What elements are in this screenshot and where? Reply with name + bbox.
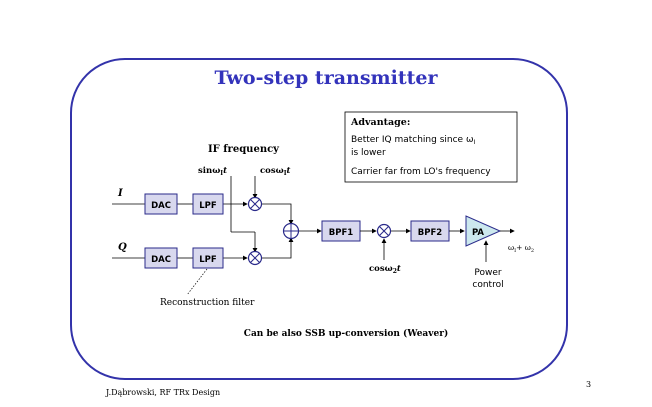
input-q-label: Q bbox=[118, 242, 127, 253]
if-frequency-label: IF frequency bbox=[208, 144, 280, 155]
dac-block-i bbox=[144, 193, 178, 215]
dac-block-q bbox=[144, 247, 178, 269]
advantage-line1: Better IQ matching since ωI bbox=[351, 135, 475, 146]
reconstruction-filter-pointer bbox=[186, 268, 208, 296]
footer-author: J.Dąbrowski, RF TRx Design bbox=[106, 388, 221, 397]
mixer-i bbox=[247, 196, 263, 212]
summer bbox=[282, 222, 300, 240]
weaver-note: Can be also SSB up-conversion (Weaver) bbox=[244, 328, 448, 339]
mixer-q bbox=[247, 250, 263, 266]
cos-lo-label: cosωIt bbox=[260, 166, 291, 177]
bpf1-label: BPF1 bbox=[329, 228, 354, 238]
reconstruction-filter-label: Reconstruction filter bbox=[160, 298, 255, 308]
advantage-box: Advantage: Better IQ matching since ωI i… bbox=[344, 111, 518, 183]
power-control-label-2: control bbox=[472, 280, 503, 290]
slide-frame bbox=[70, 58, 568, 380]
sin-lo-label: sinωIt bbox=[198, 166, 227, 177]
dac-label-q: DAC bbox=[151, 255, 171, 265]
lpf-block-i bbox=[192, 193, 224, 215]
lpf-block-q bbox=[192, 247, 224, 269]
advantage-heading: Advantage: bbox=[350, 117, 410, 128]
slide-title: Two-step transmitter bbox=[214, 67, 438, 89]
power-control-label-1: Power bbox=[474, 268, 502, 278]
dac-label-i: DAC bbox=[151, 201, 171, 211]
input-i-label: I bbox=[117, 188, 123, 199]
advantage-line3: Carrier far from LO's frequency bbox=[351, 167, 491, 177]
lpf-label-q: LPF bbox=[199, 255, 217, 265]
advantage-line2: is lower bbox=[351, 148, 386, 158]
mixer-2 bbox=[376, 223, 392, 239]
pa-block bbox=[465, 215, 502, 247]
cos-lo2-label: cosω2t bbox=[369, 264, 401, 275]
lpf-label-i: LPF bbox=[199, 201, 217, 211]
bpf2-label: BPF2 bbox=[418, 228, 443, 238]
pa-label: PA bbox=[472, 228, 484, 238]
page-number: 3 bbox=[586, 380, 592, 389]
output-frequency-label: ωI+ ω2 bbox=[508, 243, 534, 254]
